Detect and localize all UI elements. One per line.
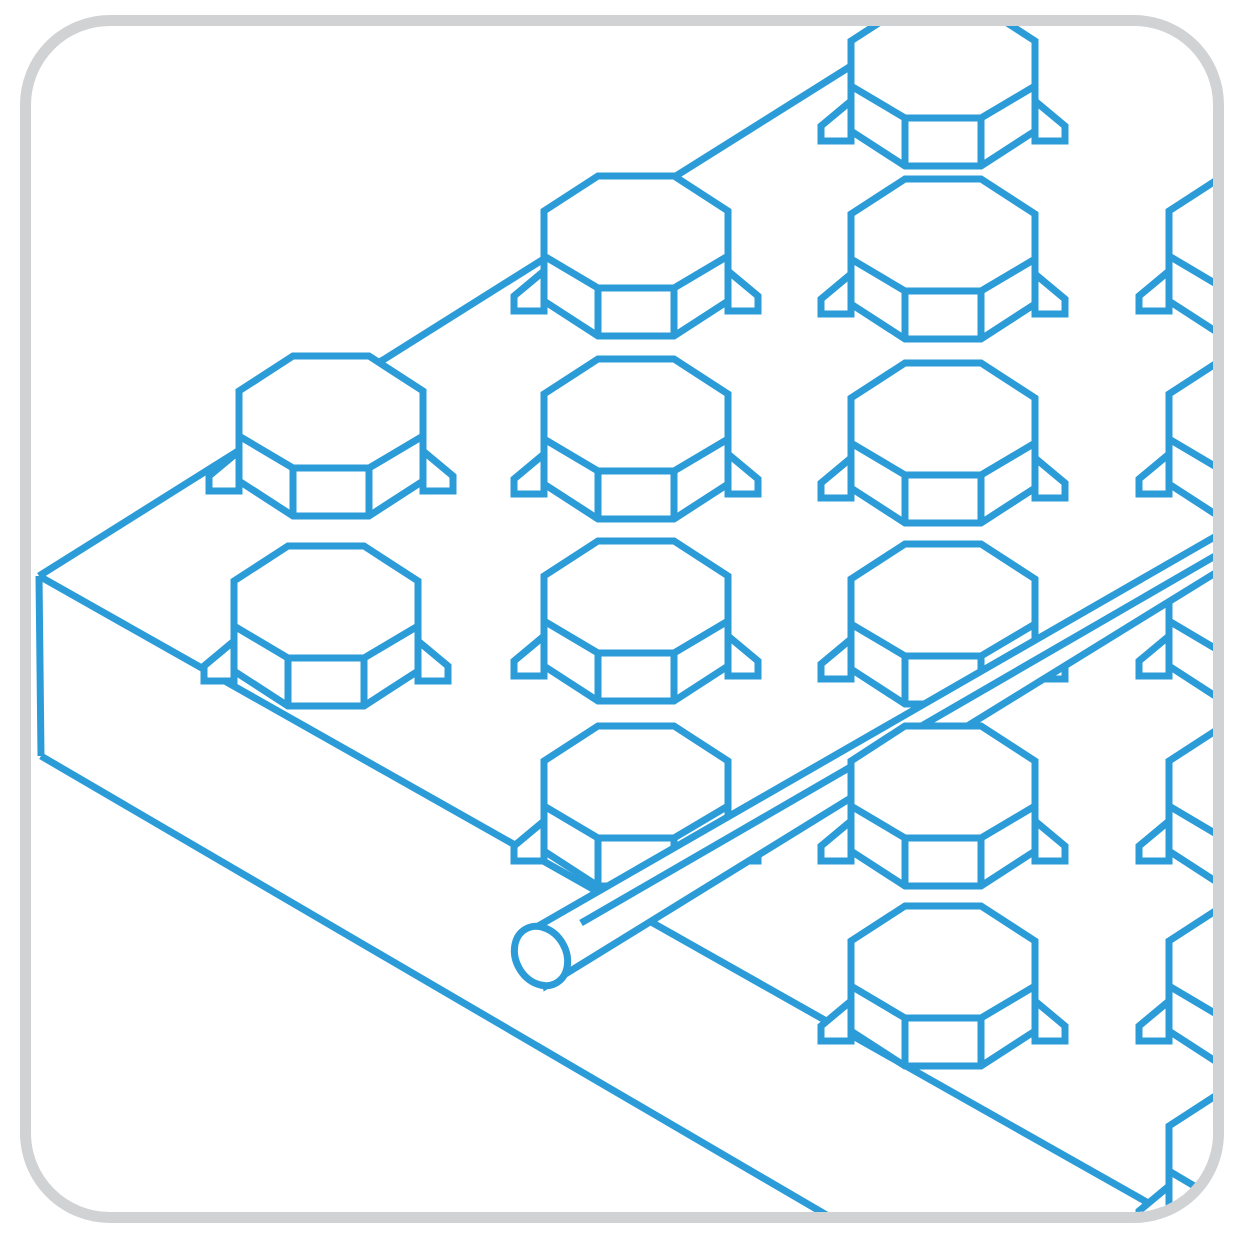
stud-octagon (230, 542, 422, 710)
stud-octagon (235, 352, 427, 520)
rounded-frame (20, 15, 1224, 1223)
drainage-membrane-illustration (35, 26, 1213, 1212)
pipe-end (510, 922, 572, 990)
stud-tab-left (1135, 628, 1173, 680)
stud-octagon (847, 175, 1039, 343)
stud-face-top (1167, 982, 1213, 1017)
stud-face-top (542, 435, 730, 475)
stud-octagon (1165, 1093, 1213, 1212)
stud-tab-right (1031, 993, 1069, 1045)
stud-face-top (542, 617, 730, 657)
dimple-stud (510, 355, 762, 523)
stud-face-top (1167, 617, 1213, 652)
stud-tab-right (1031, 266, 1069, 318)
stud-octagon (540, 355, 732, 523)
stud-tab-left (510, 813, 548, 865)
stud-tab-right (724, 263, 762, 315)
slab-left-edge (35, 575, 45, 757)
stud-tab-right (724, 446, 762, 498)
dimple-stud (1135, 178, 1213, 334)
stud-octagon (540, 537, 732, 705)
stud-tab-left (817, 813, 855, 865)
dimple-stud (817, 26, 1069, 170)
stud-octagon (540, 172, 732, 340)
stud-octagon (1165, 178, 1213, 334)
stud-tab-left (510, 628, 548, 680)
stud-octagon (847, 902, 1039, 1070)
stud-tab-left (1135, 813, 1173, 865)
stud-face-top (849, 255, 1037, 295)
stud-tab-left (817, 631, 855, 683)
stud-octagon (847, 359, 1039, 527)
stud-face-top (849, 82, 1037, 122)
stud-tab-left (817, 266, 855, 318)
stud-tab-left (1135, 993, 1173, 1045)
stud-tab-left (1135, 1178, 1173, 1212)
dimple-stud (1135, 1093, 1213, 1212)
stud-face-top (237, 432, 425, 472)
stud-octagon (847, 722, 1039, 890)
stud-octagon (1165, 361, 1213, 517)
stud-face-top (232, 622, 420, 662)
stud-tab-right (724, 628, 762, 680)
dimple-stud (200, 542, 452, 710)
dimple-stud (817, 359, 1069, 527)
stud-tab-left (510, 446, 548, 498)
stud-tab-left (817, 450, 855, 502)
stud-tab-left (817, 993, 855, 1045)
membrane-slab (35, 63, 1172, 1212)
stud-face-top (849, 620, 1037, 660)
stud-face-top (849, 802, 1037, 842)
dimple-stud (510, 172, 762, 340)
stud-tab-right (414, 633, 452, 685)
stud-face-top (849, 439, 1037, 479)
stud-tab-left (1135, 446, 1173, 498)
stud-octagon (1165, 728, 1213, 884)
stud-face-top (542, 802, 730, 842)
stud-octagon (847, 26, 1039, 170)
dimple-stud (817, 902, 1069, 1070)
stud-tab-right (1031, 813, 1069, 865)
stud-face-top (1167, 252, 1213, 287)
stud-face-top (1167, 1167, 1213, 1202)
dimple-stud (510, 537, 762, 705)
dimple-stud (1135, 728, 1213, 884)
stud-face-top (1167, 802, 1213, 837)
stud-face-top (849, 982, 1037, 1022)
stud-tab-left (817, 93, 855, 145)
stud-tab-right (1031, 93, 1069, 145)
dimple-stud (817, 175, 1069, 343)
stud-face-top (1167, 435, 1213, 470)
stud-tab-right (419, 443, 457, 495)
slab-top-back-edge (37, 63, 853, 579)
stud-tab-right (1031, 450, 1069, 502)
stud-octagon (1165, 908, 1213, 1064)
dimple-stud (817, 722, 1069, 890)
slab-bottom-front-edge (39, 752, 829, 1212)
dimple-stud (1135, 361, 1213, 517)
stud-face-top (542, 252, 730, 292)
dimple-studs-front (817, 722, 1213, 1212)
dimple-stud (1135, 908, 1213, 1064)
stud-tab-left (200, 633, 238, 685)
dimple-stud (205, 352, 457, 520)
stud-tab-left (1135, 263, 1173, 315)
